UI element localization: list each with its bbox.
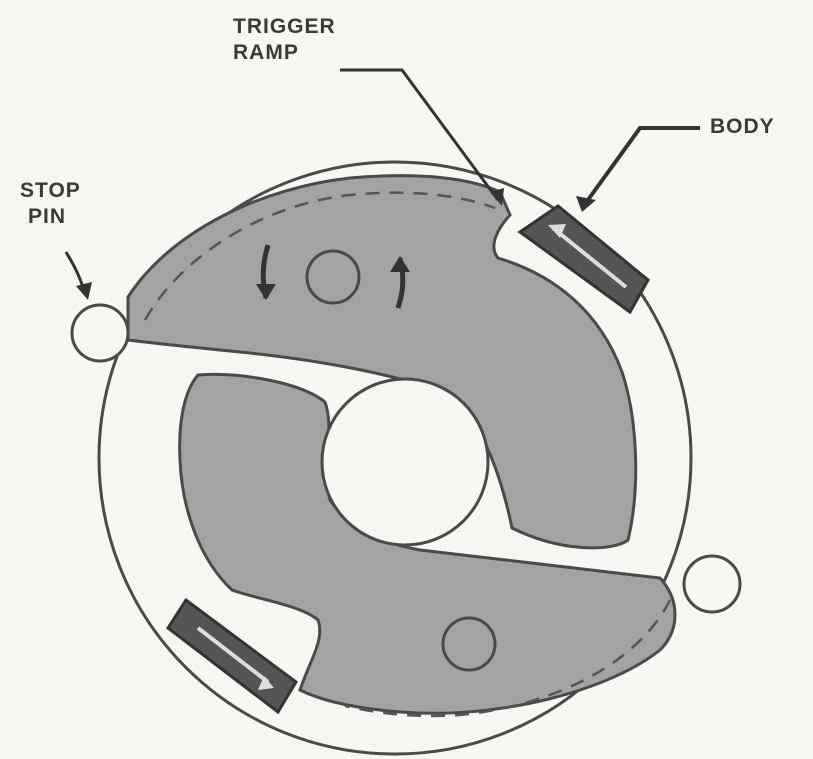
stop-pin-label-line2: PIN — [20, 204, 81, 230]
stop-pin-arrowhead — [76, 282, 92, 300]
body-label-text: BODY — [710, 114, 775, 140]
stop-pin-right — [684, 556, 740, 612]
stop-pin-label-line1: STOP — [20, 178, 81, 204]
stop-pin-label: STOP PIN — [20, 178, 81, 230]
trigger-ramp-label-line1: TRIGGER — [233, 14, 336, 40]
body-label: BODY — [710, 114, 775, 140]
lower-pivot-hole — [443, 618, 495, 670]
trigger-ramp-label: TRIGGER RAMP — [233, 14, 336, 66]
stop-pin-leader — [66, 252, 84, 290]
trigger-ramp-label-line2: RAMP — [233, 40, 336, 66]
central-hub-hole — [322, 379, 488, 545]
lower-body-block — [168, 600, 296, 712]
body-arrowhead — [576, 196, 596, 212]
upper-pivot-hole — [307, 251, 359, 303]
body-leader — [585, 128, 700, 204]
stop-pin-left — [72, 305, 128, 361]
